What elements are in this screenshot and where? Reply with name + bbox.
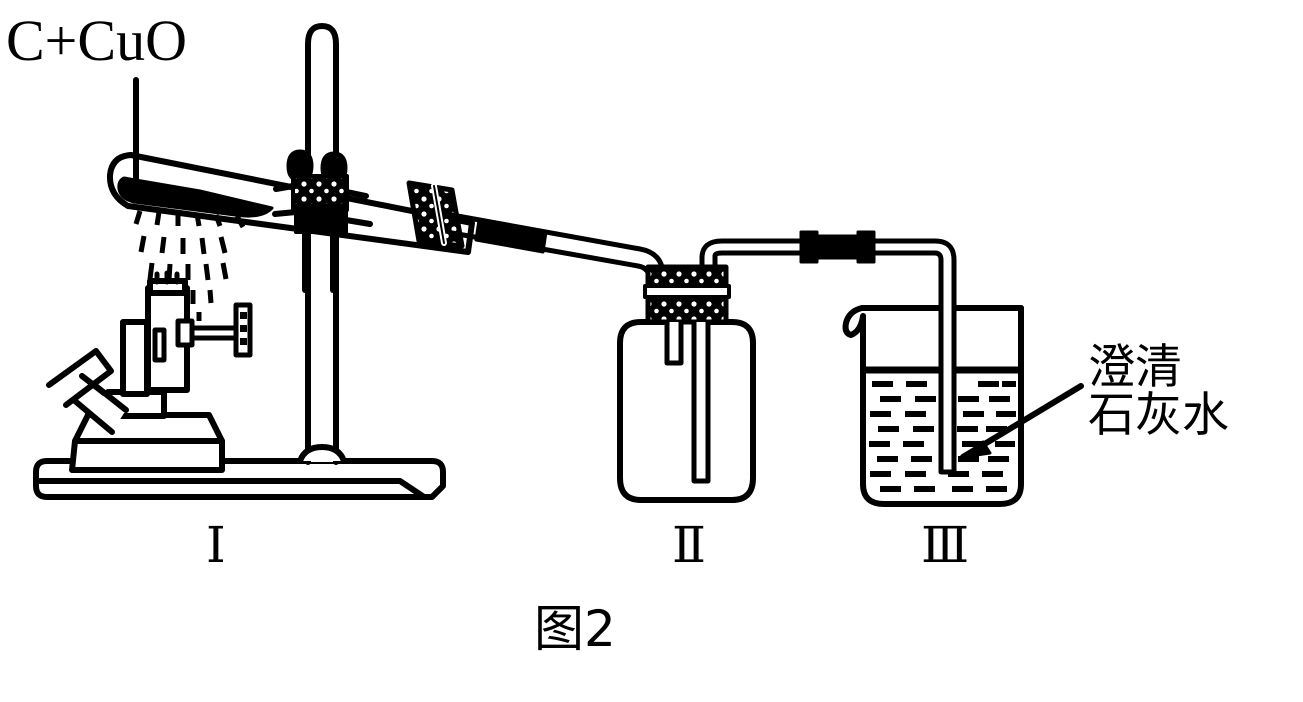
solid-mixture xyxy=(117,176,274,218)
bunsen-burner xyxy=(46,270,253,473)
stage-1-numeral: Ⅰ xyxy=(206,517,226,573)
test-tube-clamp xyxy=(272,149,373,293)
liquid-limewater xyxy=(869,381,1016,492)
limewater-label-line2: 石灰水 xyxy=(1088,388,1229,444)
delivery-tube-1 xyxy=(449,212,666,289)
pointer-arrow xyxy=(960,383,1084,460)
delivery-tube-2 xyxy=(699,230,957,303)
stage-2-numeral: Ⅱ xyxy=(672,517,706,573)
iron-stand-rod xyxy=(297,23,347,465)
test-tube xyxy=(106,152,475,255)
limewater-label-line1: 澄清 xyxy=(1088,340,1182,395)
reagent-label: C+CuO xyxy=(6,8,187,73)
figure-caption: 图2 xyxy=(534,600,616,658)
gas-washing-bottle xyxy=(617,264,756,503)
rubber-stopper-test-tube xyxy=(406,180,465,249)
stage-3-numeral: Ⅲ xyxy=(921,517,970,573)
limewater-label: 澄清石灰水 xyxy=(1088,343,1229,444)
immersed-delivery-tube xyxy=(938,297,957,475)
